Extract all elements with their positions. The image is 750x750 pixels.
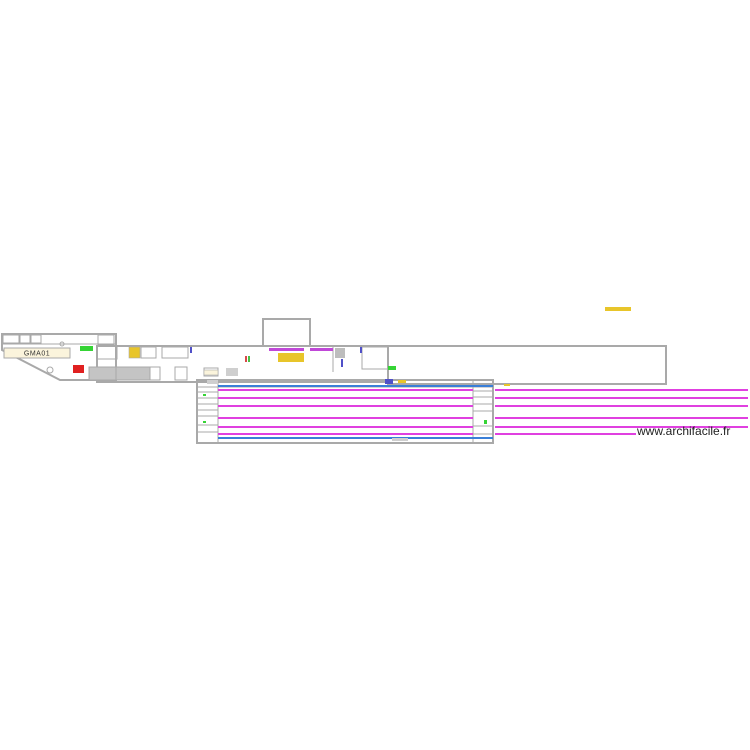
purple-bar-central-2 (310, 348, 333, 351)
small-room-1 (96, 345, 118, 360)
small-room-2 (140, 346, 157, 359)
room-gma01 (3, 347, 71, 359)
gray-block-production (207, 380, 218, 384)
west-small-room-a (2, 334, 20, 344)
gray-equipment-2 (335, 348, 345, 358)
east-wing (387, 345, 667, 385)
yellow-tag-1 (398, 380, 406, 383)
yellow-machine-west (128, 346, 141, 359)
machine-block-a (88, 366, 117, 381)
west-small-room-b (19, 334, 31, 344)
west-small-room-c (30, 334, 42, 344)
machine-block-d (174, 366, 188, 381)
column-west-1 (46, 366, 54, 374)
green-marker-left-a (203, 394, 206, 396)
conveyor-lines (218, 389, 748, 435)
purple-post-2 (360, 347, 362, 353)
column-west-2 (59, 341, 65, 347)
red-marker (73, 365, 84, 373)
small-room-3 (161, 346, 189, 359)
purple-post-1 (190, 347, 192, 353)
top-annex-room (262, 318, 311, 347)
west-wing (0, 333, 117, 381)
gray-equipment-1 (226, 368, 238, 376)
left-rack (197, 391, 218, 433)
purple-post-3 (341, 359, 343, 367)
west-storage (97, 334, 115, 346)
floating-equipment-tag (605, 307, 631, 311)
small-equipment-green (248, 356, 250, 362)
yellow-machine-central (278, 353, 304, 362)
yellow-block-west (203, 369, 219, 376)
machine-block-b (115, 366, 151, 381)
yellow-tag-2 (504, 384, 510, 386)
right-rack (473, 390, 493, 435)
small-equipment-red (245, 356, 247, 362)
room-gma01-label: GMA01 (24, 351, 50, 358)
machine-block-c (149, 366, 161, 381)
purple-block-production (385, 379, 393, 384)
watermark: www.archifacile.fr (637, 424, 731, 438)
green-marker-right (484, 420, 487, 424)
purple-bar-central-1 (269, 348, 304, 351)
control-room (361, 346, 389, 370)
green-marker-left-b (203, 421, 206, 423)
green-marker-central (388, 366, 396, 370)
yellow-tag-3 (392, 438, 408, 441)
green-marker-west (80, 346, 93, 351)
